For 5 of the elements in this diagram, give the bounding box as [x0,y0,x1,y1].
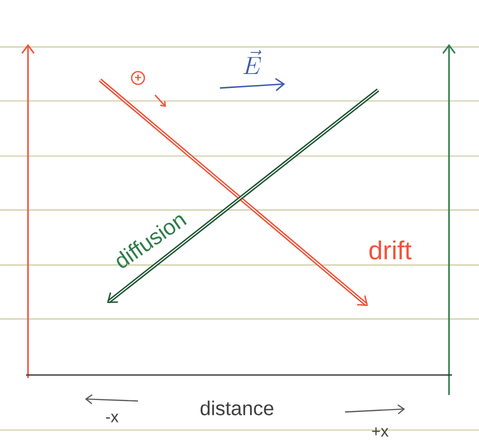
axis-label: -x [106,414,118,422]
vector-symbol: $\vec{E}$ [243,50,262,74]
axis-label: distance [200,400,274,416]
axis-label: +x [372,427,388,437]
arrow-label: drift [369,240,412,260]
